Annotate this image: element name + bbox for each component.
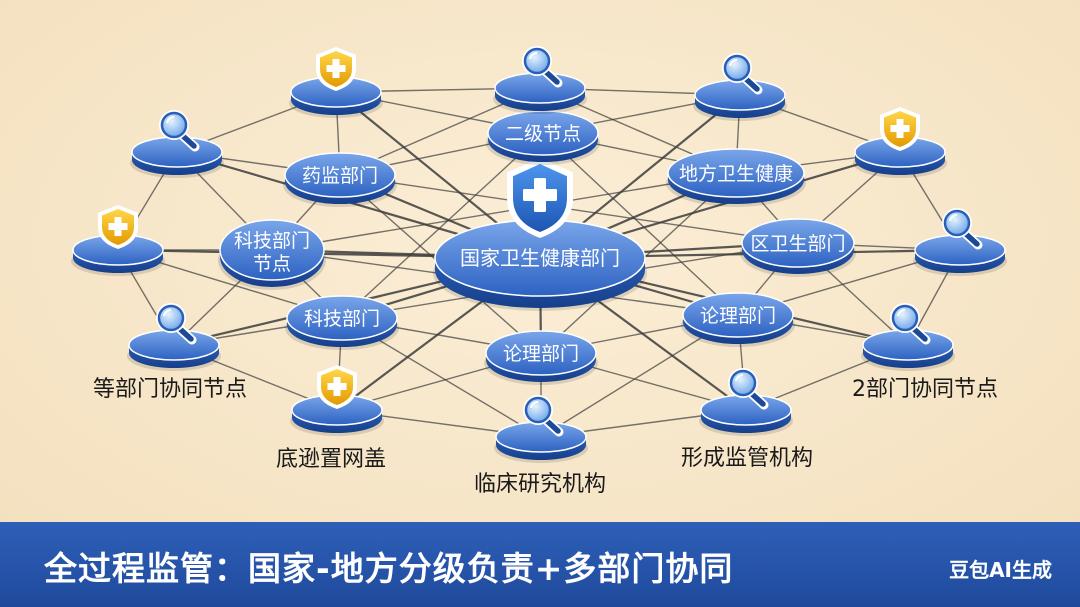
magnifier-icon	[942, 208, 983, 250]
node-label: 地方卫生健康	[679, 163, 793, 185]
health-shield-icon	[507, 158, 573, 238]
node-n-keji: 科技部门	[285, 295, 399, 350]
node-o-mag-bl: 等部门协同节点	[93, 303, 247, 402]
node-n-qu: 区卫生部门	[740, 218, 856, 277]
node-o-mag-bbr: 形成监管机构	[681, 368, 813, 471]
node-label: 论理部门	[700, 305, 776, 327]
magnifier-icon	[156, 303, 197, 345]
magnifier-icon	[159, 110, 200, 152]
node-n-lunli-b: 论理部门	[484, 330, 598, 385]
magnifier-icon	[522, 46, 563, 88]
node-n-lunli-r: 论理部门	[681, 292, 795, 347]
node-label: 科技部门	[304, 308, 380, 330]
node-caption: 等部门协同节点	[93, 377, 247, 402]
footer-title: 全过程监管：国家-地方分级负责+多部门协同	[44, 549, 734, 588]
node-o-mag-r	[913, 208, 1007, 276]
center-node-label: 国家卫生健康部门	[460, 246, 620, 270]
node-caption: 2部门协同节点	[852, 377, 998, 402]
node-o-mag-br: 2部门协同节点	[852, 303, 998, 402]
node-o-mag-top	[493, 46, 587, 114]
shield-icon	[98, 205, 138, 249]
magnifier-icon	[722, 53, 763, 95]
node-n-erji: 二级节点	[486, 110, 600, 165]
node-label: 论理部门	[503, 343, 579, 365]
network-link	[542, 132, 739, 316]
node-label: 区卫生部门	[750, 233, 845, 255]
node-label: 二级节点	[505, 123, 581, 145]
shield-icon	[880, 107, 920, 151]
node-o-shield-tl	[289, 47, 383, 118]
footer-banner: 全过程监管：国家-地方分级负责+多部门协同 豆包AI生成	[0, 522, 1080, 607]
node-caption: 形成监管机构	[681, 446, 813, 471]
node-o-shield-r1	[853, 107, 947, 178]
node-caption: 临床研究机构	[474, 472, 606, 497]
ai-watermark: 豆包AI生成	[949, 558, 1052, 582]
node-n-difang: 地方卫生健康	[666, 148, 806, 207]
magnifier-icon	[890, 303, 931, 345]
node-n-kejijd: 科技部门节点	[218, 219, 326, 290]
magnifier-icon	[728, 368, 769, 410]
node-center: 国家卫生健康部门	[433, 158, 647, 311]
shield-icon	[317, 365, 357, 409]
node-n-yaojian: 药监部门	[283, 152, 397, 207]
node-o-shield-b: 底逊置网盖	[276, 365, 386, 472]
network-link	[271, 172, 737, 251]
node-o-mag-tr	[693, 53, 787, 121]
network-link	[341, 132, 544, 319]
node-o-mag-l1	[130, 110, 224, 178]
node-label: 科技部门节点	[234, 230, 310, 275]
node-label: 药监部门	[302, 165, 378, 187]
node-caption: 底逊置网盖	[276, 447, 386, 472]
node-o-mag-b: 临床研究机构	[474, 395, 606, 497]
node-o-shield-l	[71, 205, 165, 276]
magnifier-icon	[523, 395, 564, 437]
shield-icon	[316, 47, 356, 91]
